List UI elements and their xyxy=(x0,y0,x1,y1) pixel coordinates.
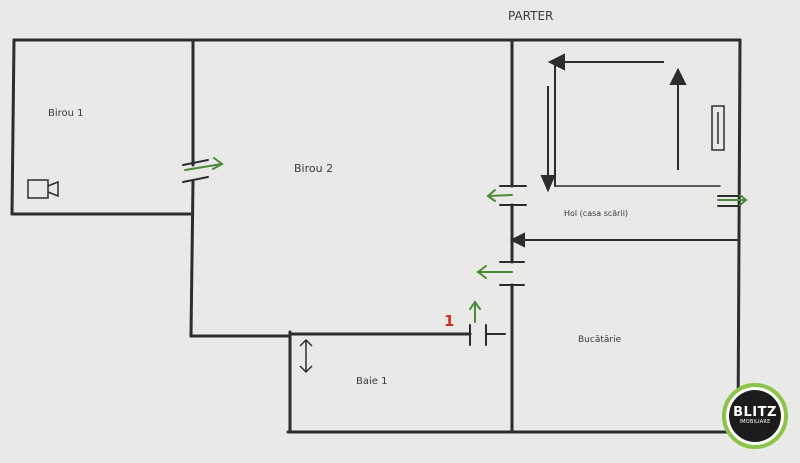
window-icon xyxy=(299,105,725,374)
brand-logo-text: BLITZ xyxy=(733,405,777,420)
brand-logo-badge: BLITZ IMOBILIARE xyxy=(729,390,781,442)
stair-arrow-icon xyxy=(509,53,708,248)
room-label-birou1: Birou 1 xyxy=(48,108,84,119)
entry-marker: 1 xyxy=(444,312,454,330)
room-label-hol: Hol (casa scării) xyxy=(564,209,628,218)
door-hol-exterior xyxy=(717,195,741,207)
sink-icon xyxy=(27,179,59,199)
doors xyxy=(182,159,741,346)
room-label-bucatarie: Bucătărie xyxy=(578,335,622,345)
level-label: PARTER xyxy=(508,9,553,23)
brand-logo: BLITZ IMOBILIARE xyxy=(722,383,788,449)
door-birou1-birou2 xyxy=(182,159,209,183)
door-birou2-bucatarie xyxy=(499,261,525,286)
door-entry xyxy=(469,324,506,346)
door-swing-icon xyxy=(184,157,748,323)
brand-logo-subtext: IMOBILIARE xyxy=(739,419,771,425)
room-label-birou2: Birou 2 xyxy=(294,162,333,175)
walls xyxy=(10,38,742,434)
door-birou2-hol xyxy=(499,185,527,206)
room-label-baie: Baie 1 xyxy=(356,376,387,387)
